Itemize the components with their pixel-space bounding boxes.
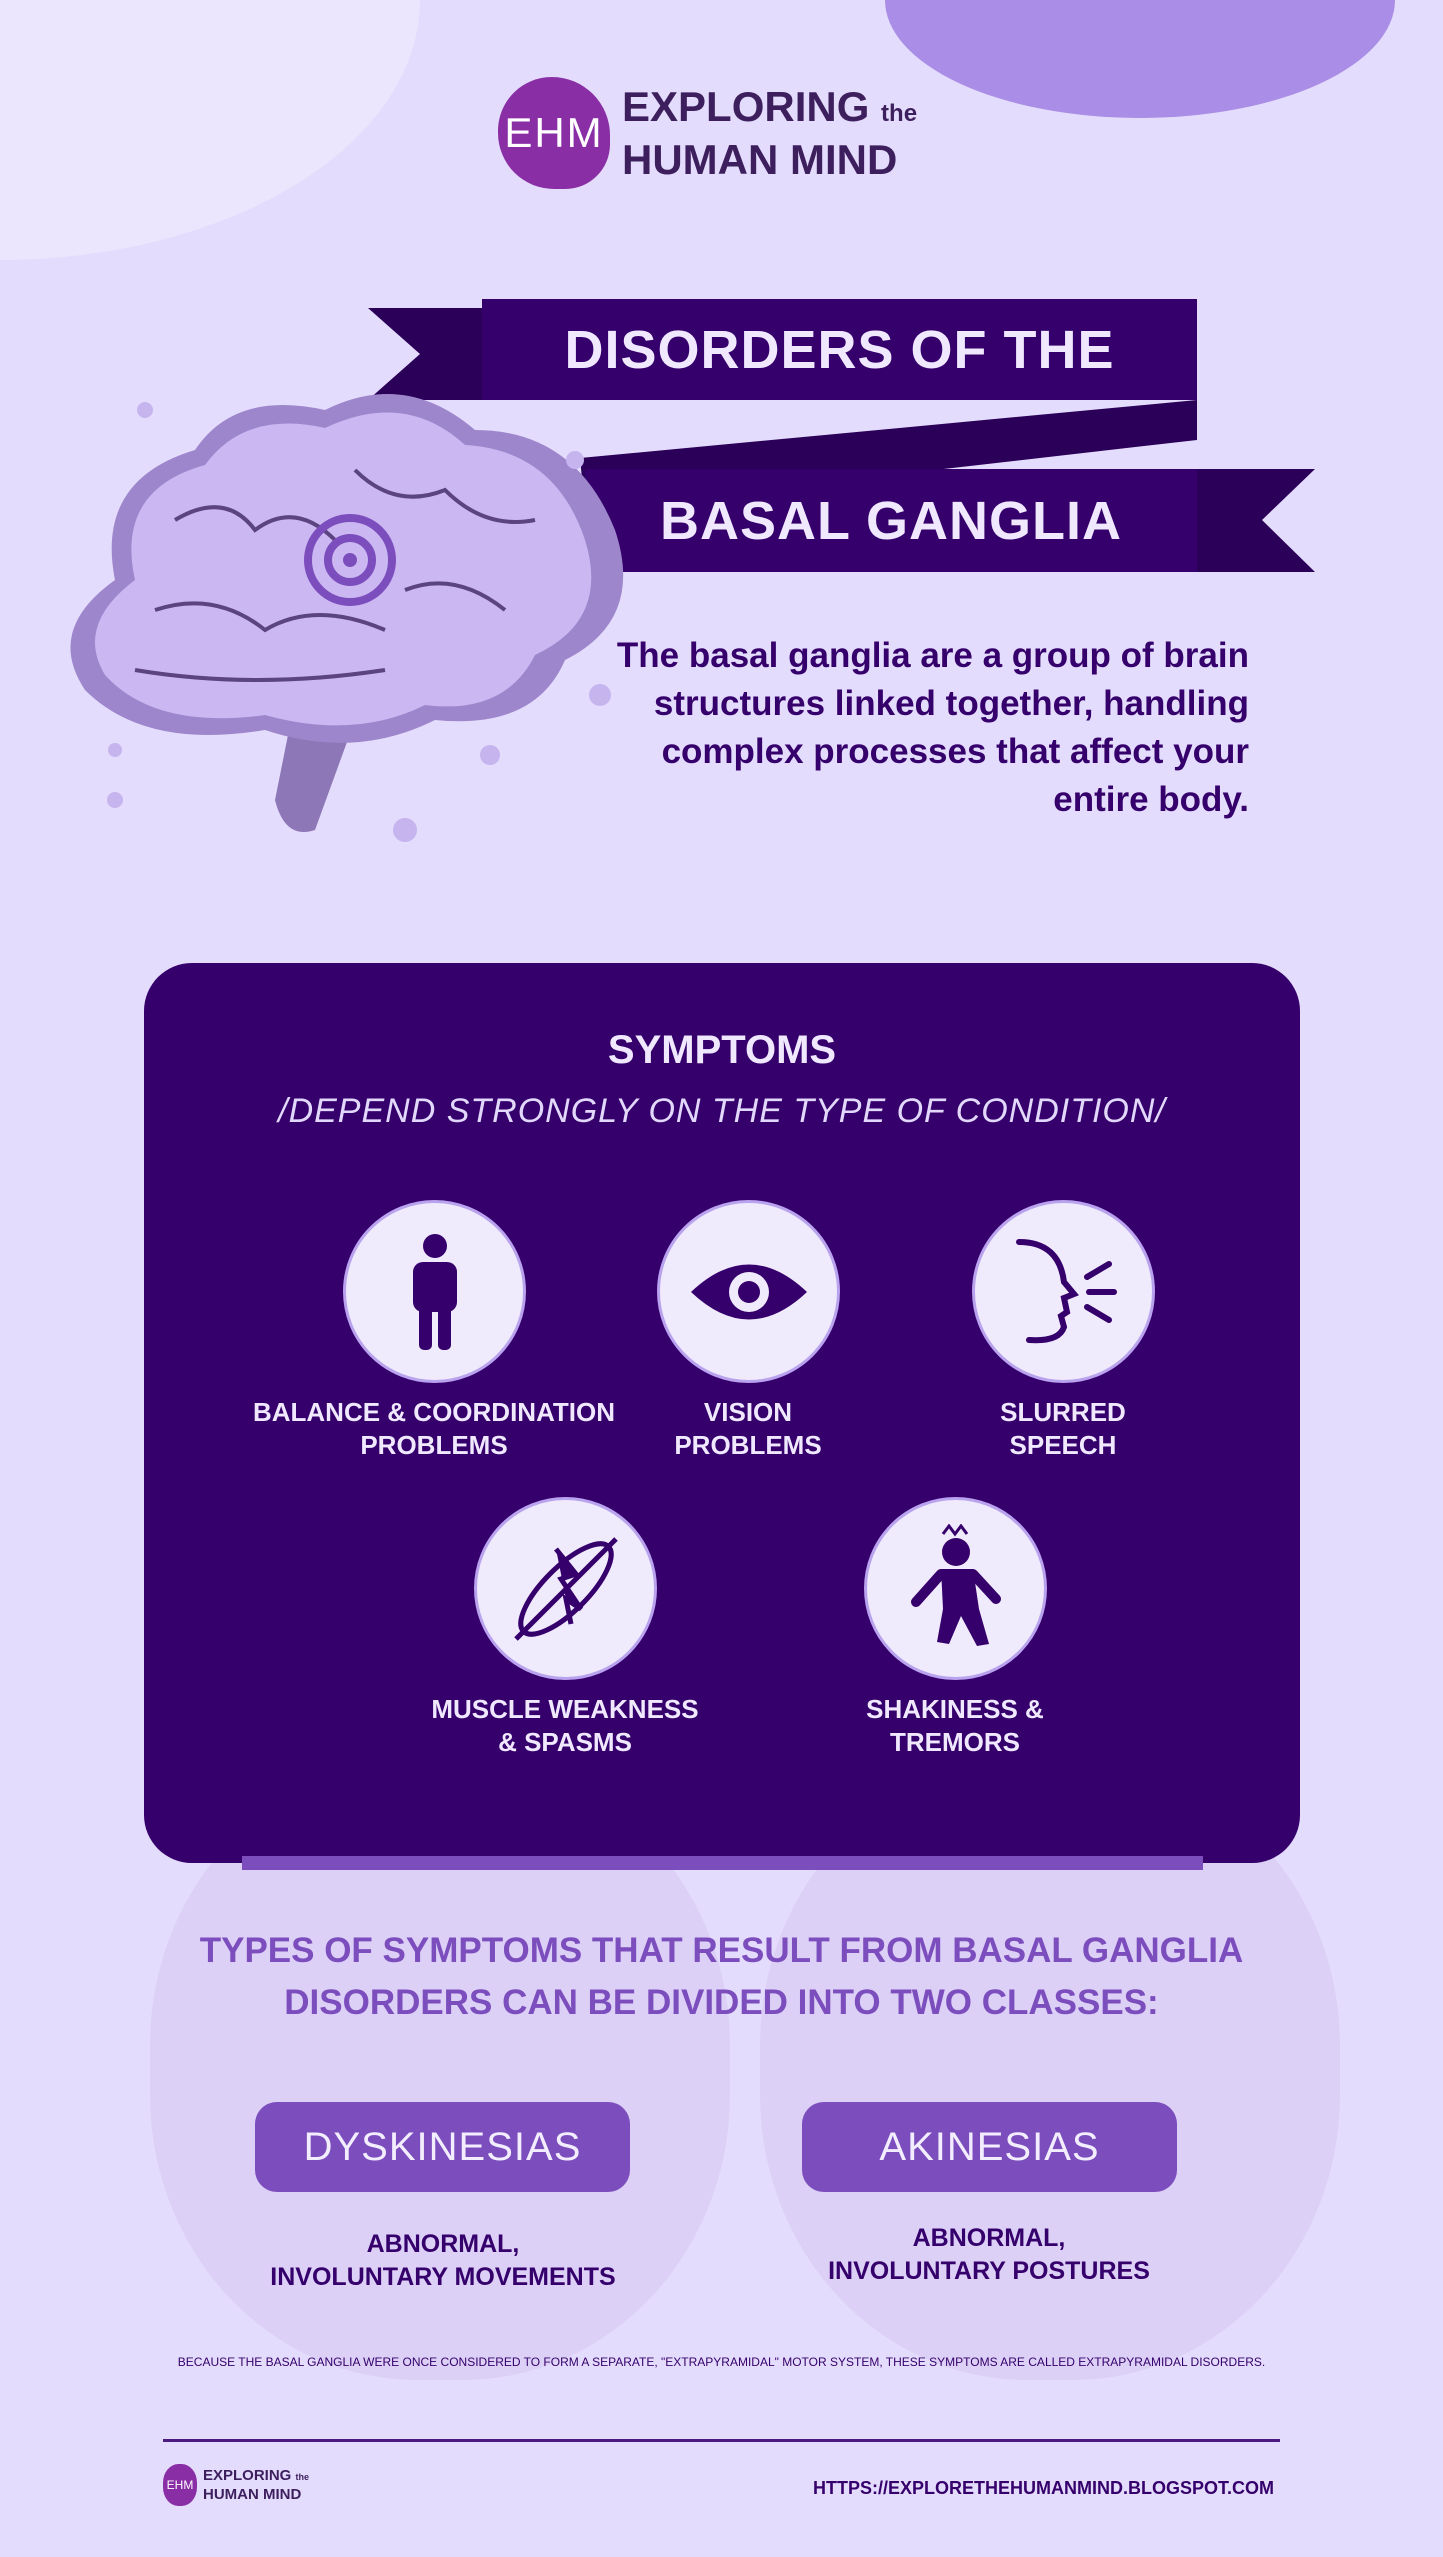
person-icon	[343, 1200, 526, 1383]
symptoms-subtitle: /DEPEND STRONGLY ON THE TYPE OF CONDITIO…	[278, 1092, 1166, 1130]
akinesias-description: ABNORMAL,INVOLUNTARY POSTURES	[828, 2224, 1150, 2285]
bg-circle	[0, 0, 420, 260]
footer-logo-mark: EHM	[163, 2464, 197, 2506]
title-ribbon-2: BASAL GANGLIA	[585, 469, 1197, 572]
footer-divider	[163, 2439, 1280, 2442]
types-heading: TYPES OF SYMPTOMS THAT RESULT FROM BASAL…	[199, 1931, 1244, 2022]
logo-mark: EHM	[498, 77, 610, 189]
brain-illustration	[70, 394, 624, 842]
symptoms-panel	[144, 963, 1300, 1863]
dyskinesias-description: ABNORMAL,INVOLUNTARY MOVEMENTS	[270, 2230, 616, 2291]
speaking-face-icon	[972, 1200, 1155, 1383]
description: The basal ganglia are a group of brain s…	[616, 636, 1249, 819]
muscle-icon	[474, 1497, 657, 1680]
shaking-person-icon	[864, 1497, 1047, 1680]
footnote: BECAUSE THE BASAL GANGLIA WERE ONCE CONS…	[177, 2355, 1266, 2369]
symptom-label-tremors: SHAKINESS &TREMORS	[866, 1694, 1044, 1757]
dyskinesias-badge: DYSKINESIAS	[255, 2102, 630, 2192]
logo-the: the	[881, 99, 918, 127]
panel-accent-bar	[242, 1856, 1203, 1870]
footer-logo-the: the	[295, 2471, 310, 2482]
logo-line2: HUMAN MIND	[622, 135, 898, 183]
website-link[interactable]: HTTPS://EXPLORETHEHUMANMIND.BLOGSPOT.COM	[812, 2478, 1274, 2498]
logo-line1: EXPLORING	[622, 82, 870, 130]
eye-icon	[657, 1200, 840, 1383]
title-ribbon-1: DISORDERS OF THE	[482, 299, 1197, 400]
symptom-label-muscle: MUSCLE WEAKNESS& SPASMS	[431, 1694, 699, 1757]
symptoms-title: SYMPTOMS	[607, 1028, 837, 1072]
akinesias-badge: AKINESIAS	[802, 2102, 1177, 2192]
footer-logo-line2: HUMAN MIND	[203, 2485, 302, 2503]
footer-logo-line1: EXPLORING	[203, 2466, 292, 2484]
